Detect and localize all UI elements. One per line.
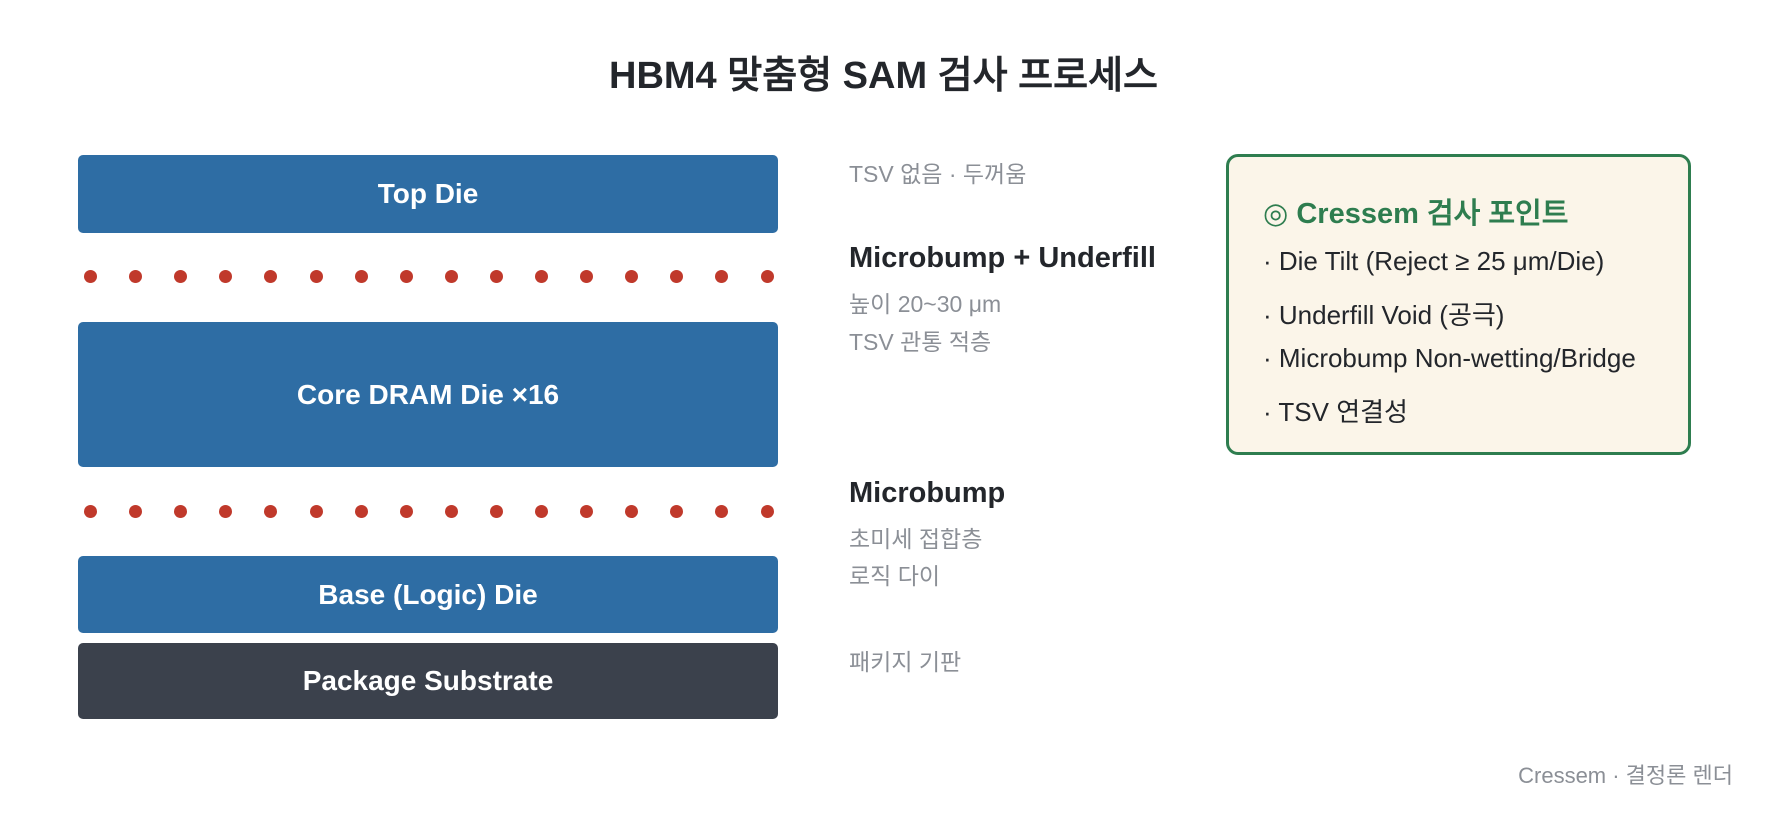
footer-credit: Cressem · 결정론 렌더 (1518, 763, 1733, 788)
microbump-dot (129, 270, 143, 283)
microbump-dot (760, 505, 774, 518)
microbump-dot (625, 505, 639, 518)
lower-bump-note-1: 초미세 접합층 (849, 526, 983, 552)
microbump-dot (399, 505, 413, 518)
inspection-item: · Microbump Non-wetting/Bridge (1263, 343, 1636, 373)
microbump-dot (715, 505, 729, 518)
inspection-points-card: ◎ Cressem 검사 포인트 · Die Tilt (Reject ≥ 25… (1226, 154, 1691, 455)
base-logic-die: Base (Logic) Die (78, 556, 778, 633)
core-dram-die: Core DRAM Die ×16 (78, 322, 778, 467)
microbump-dot (129, 505, 143, 518)
top-die-note: TSV 없음 · 두꺼움 (849, 161, 1027, 187)
microbump-dot (580, 270, 594, 283)
microbump-dot (399, 270, 413, 283)
upper-bump-note-2: TSV 관통 적층 (849, 329, 992, 355)
upper-bump-title: Microbump + Underfill (849, 242, 1156, 274)
lower-microbump-row (78, 497, 778, 527)
upper-microbump-row (78, 262, 778, 292)
package-substrate: Package Substrate (78, 643, 778, 719)
microbump-dot (264, 505, 278, 518)
inspection-card-title: ◎ Cressem 검사 포인트 (1263, 198, 1569, 230)
microbump-dot (219, 505, 233, 518)
inspection-item: · TSV 연결성 (1263, 397, 1408, 427)
upper-bump-note-1: 높이 20~30 μm (849, 291, 1002, 317)
microbump-dot (174, 270, 188, 283)
microbump-dot (715, 270, 729, 283)
lower-bump-note-2: 로직 다이 (849, 563, 941, 589)
microbump-dot (489, 505, 503, 518)
microbump-dot (580, 505, 594, 518)
diagram-title: HBM4 맞춤형 SAM 검사 프로세스 (609, 55, 1158, 97)
microbump-dot (444, 270, 458, 283)
inspection-item: · Die Tilt (Reject ≥ 25 μm/Die) (1263, 246, 1605, 276)
substrate-note: 패키지 기판 (849, 649, 962, 675)
core-dram-die-label: Core DRAM Die ×16 (296, 378, 560, 410)
microbump-dot (264, 270, 278, 283)
microbump-dot (489, 270, 503, 283)
top-die-label: Top Die (377, 178, 479, 209)
microbump-dot (354, 270, 368, 283)
base-logic-die-label: Base (Logic) Die (318, 578, 538, 610)
package-substrate-label: Package Substrate (302, 665, 554, 696)
microbump-dot (84, 505, 97, 518)
microbump-dot (354, 505, 368, 518)
microbump-dot (174, 505, 188, 518)
microbump-dot (760, 270, 774, 283)
microbump-dot (309, 270, 323, 283)
microbump-dot (625, 270, 639, 283)
top-die: Top Die (78, 155, 778, 233)
microbump-dot (535, 505, 548, 518)
microbump-dot (670, 505, 684, 518)
microbump-dot (670, 270, 684, 283)
microbump-dot (84, 270, 97, 283)
lower-bump-title: Microbump (849, 477, 1006, 509)
microbump-dot (444, 505, 458, 518)
microbump-dot (219, 270, 233, 283)
microbump-dot (309, 505, 323, 518)
inspection-item: · Underfill Void (공극) (1263, 300, 1505, 330)
microbump-dot (535, 270, 548, 283)
